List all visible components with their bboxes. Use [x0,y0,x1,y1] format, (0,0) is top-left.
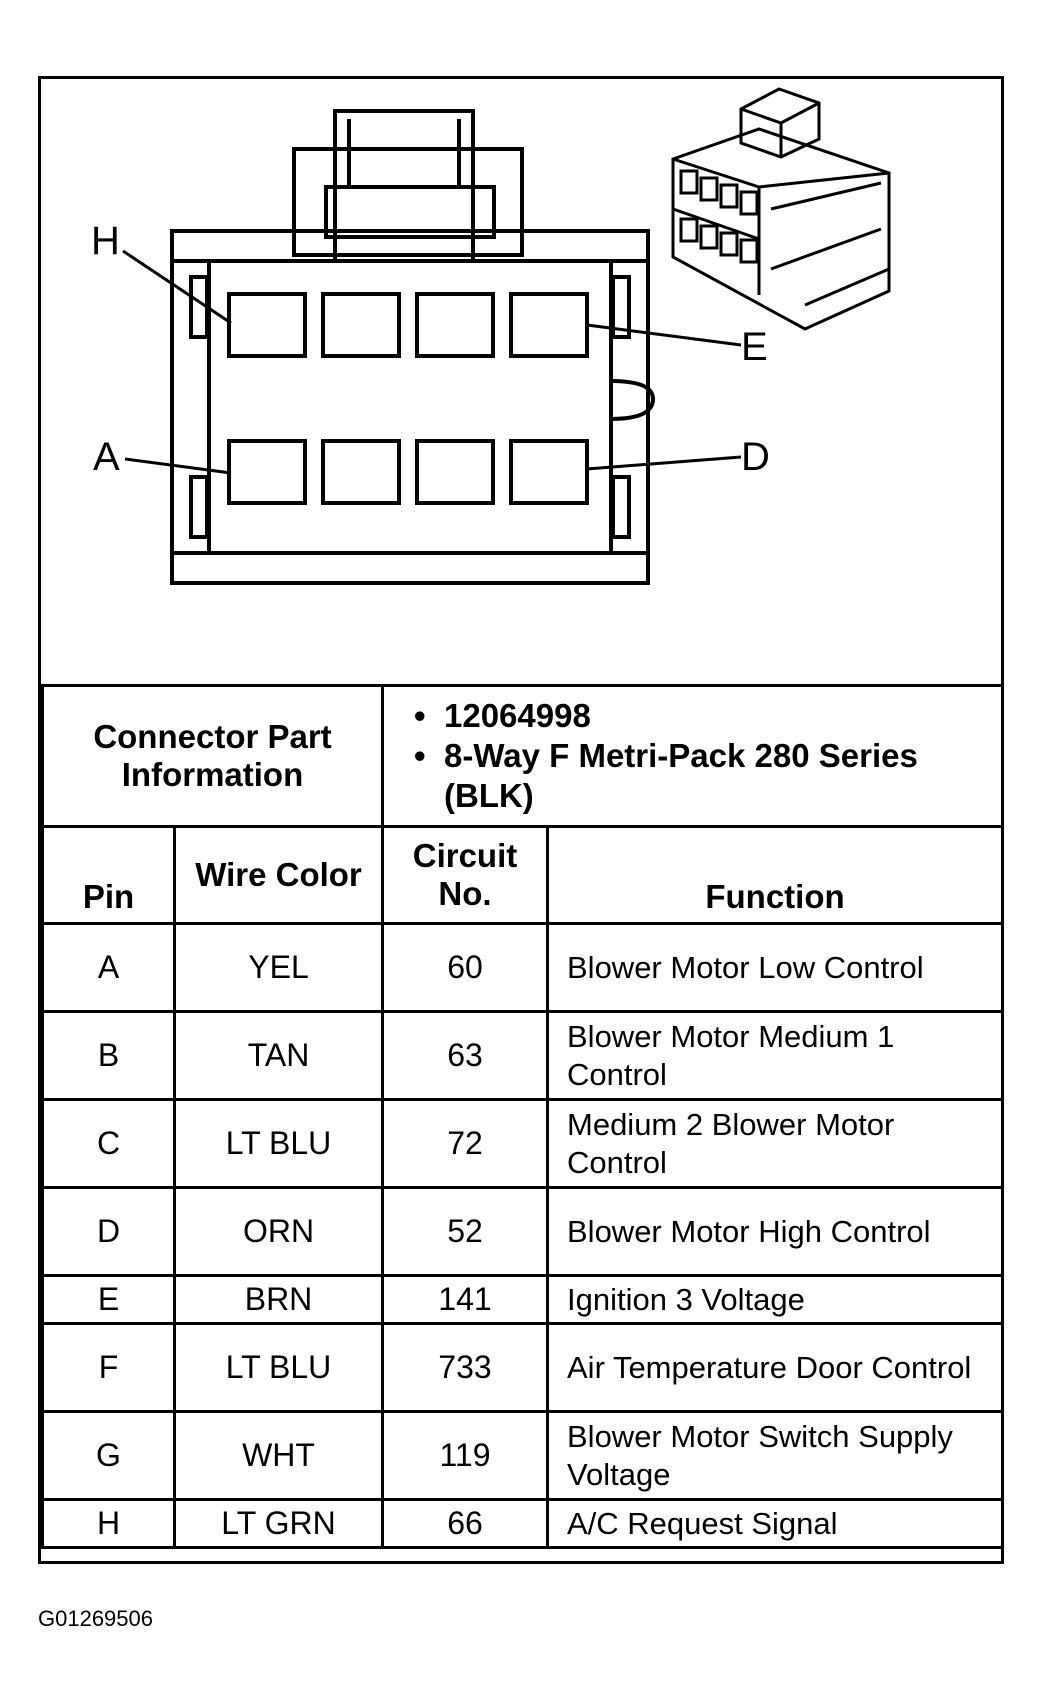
circuit-cell: 733 [381,1322,549,1413]
wire-color-cell: ORN [173,1186,384,1277]
function-cell: Blower Motor Switch Supply Voltage [546,1410,1004,1501]
circuit-cell: 66 [381,1498,549,1549]
connector-isometric-view [671,87,891,331]
table-row: H LT GRN 66 A/C Request Signal [41,1498,1004,1549]
function-cell: Blower Motor Medium 1 Control [546,1010,1004,1101]
table-row: B TAN 63 Blower Motor Medium 1 Control [41,1010,1004,1101]
circuit-cell: 60 [381,922,549,1013]
pin-label-e: E [741,325,768,369]
connector-type: 8-Way F Metri-Pack 280 Series (BLK) [414,736,1001,816]
connector-figure: H E A D Connector Part Information 12064… [38,76,1004,1564]
column-header-row: Pin Wire Color Circuit No. Function [41,825,1004,925]
header-pin: Pin [41,825,176,925]
leader-line-h [122,249,232,325]
wire-color-cell: TAN [173,1010,384,1101]
function-cell: Blower Motor Low Control [546,922,1004,1013]
table-row: A YEL 60 Blower Motor Low Control [41,922,1004,1013]
connector-body [170,229,650,585]
function-cell: Air Temperature Door Control [546,1322,1004,1413]
wire-color-cell: WHT [173,1410,384,1501]
leader-line-d [586,455,742,471]
cavity-e [509,292,589,358]
header-function: Function [546,825,1004,925]
pin-cell: E [41,1274,176,1325]
pinout-table: Connector Part Information 12064998 8-Wa… [41,684,1004,1549]
function-cell: A/C Request Signal [546,1498,1004,1549]
table-row: C LT BLU 72 Medium 2 Blower Motor Contro… [41,1098,1004,1189]
leader-line-e [586,323,742,347]
pin-cell: H [41,1498,176,1549]
circuit-cell: 119 [381,1410,549,1501]
pin-cell: A [41,922,176,1013]
header-circuit-no: Circuit No. [381,825,549,925]
pin-cell: F [41,1322,176,1413]
part-number: 12064998 [414,696,1001,736]
wire-color-cell: YEL [173,922,384,1013]
pin-cell: C [41,1098,176,1189]
wire-color-cell: LT BLU [173,1322,384,1413]
cavity-c [415,439,495,505]
table-row: D ORN 52 Blower Motor High Control [41,1186,1004,1277]
pin-label-h: H [91,219,120,263]
cavity-f [415,292,495,358]
connector-info-row: Connector Part Information 12064998 8-Wa… [41,684,1004,828]
table-row: E BRN 141 Ignition 3 Voltage [41,1274,1004,1325]
connector-diagram: H E A D [41,79,1001,684]
pin-cell: B [41,1010,176,1101]
pin-label-d: D [741,435,770,479]
wire-color-cell: LT GRN [173,1498,384,1549]
cavity-d [509,439,589,505]
figure-code: G01269506 [38,1606,153,1631]
circuit-cell: 72 [381,1098,549,1189]
leader-line-a [124,457,232,475]
table-row: F LT BLU 733 Air Temperature Door Contro… [41,1322,1004,1413]
connector-face-drawing [122,87,891,585]
header-wire-color: Wire Color [173,825,384,925]
function-cell: Medium 2 Blower Motor Control [546,1098,1004,1189]
table-row: G WHT 119 Blower Motor Switch Supply Vol… [41,1410,1004,1501]
function-cell: Ignition 3 Voltage [546,1274,1004,1325]
function-cell: Blower Motor High Control [546,1186,1004,1277]
wire-color-cell: BRN [173,1274,384,1325]
cavity-b [321,439,401,505]
circuit-cell: 63 [381,1010,549,1101]
circuit-cell: 141 [381,1274,549,1325]
pin-label-a: A [93,435,120,479]
cavity-a [227,439,307,505]
connector-info-values: 12064998 8-Way F Metri-Pack 280 Series (… [381,684,1004,828]
latch-housing [292,147,524,257]
wire-color-cell: LT BLU [173,1098,384,1189]
circuit-cell: 52 [381,1186,549,1277]
cavity-g [321,292,401,358]
cavity-h [227,292,307,358]
pin-cell: G [41,1410,176,1501]
pin-cell: D [41,1186,176,1277]
connector-info-label: Connector Part Information [41,684,384,828]
